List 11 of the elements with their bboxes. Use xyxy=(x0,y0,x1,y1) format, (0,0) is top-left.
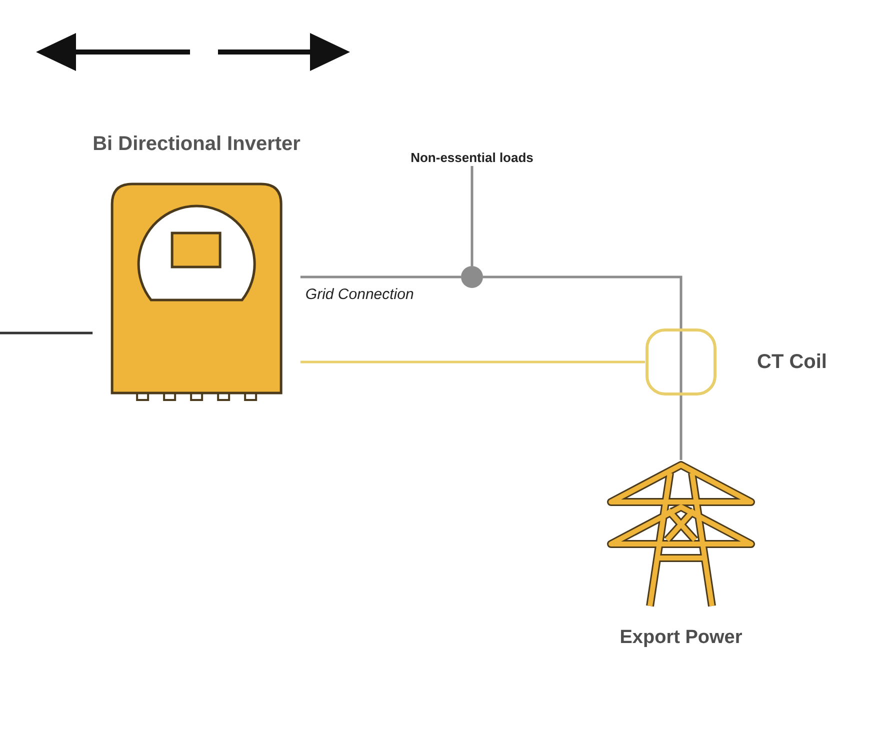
wire xyxy=(300,360,645,364)
wire xyxy=(300,276,461,278)
loads-label: Non-essential loads xyxy=(410,150,534,166)
junction-dot xyxy=(461,266,483,288)
wire xyxy=(0,332,93,334)
inverter-title: Bi Directional Inverter xyxy=(92,132,300,156)
wire xyxy=(680,396,682,460)
coil-label: CT Coil xyxy=(757,350,827,374)
wire xyxy=(470,166,474,266)
wire xyxy=(483,276,682,328)
pylon-caption: Export Power xyxy=(620,626,742,649)
